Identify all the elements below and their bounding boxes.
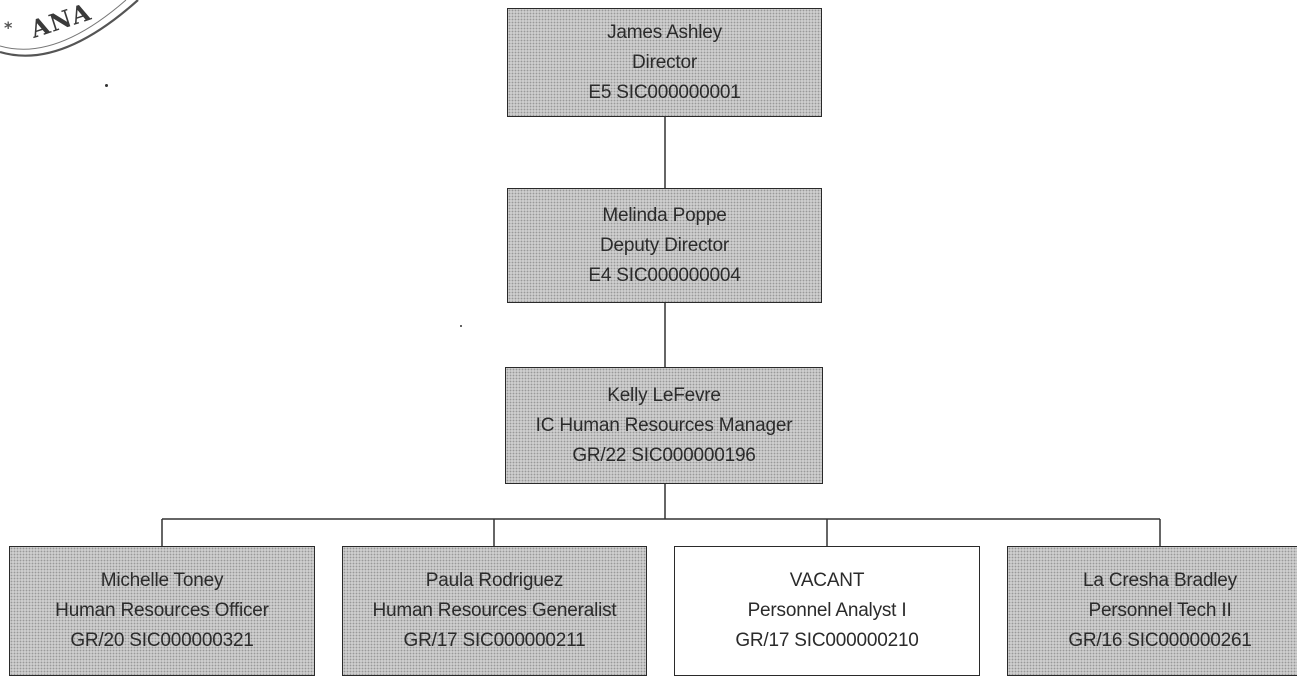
node-code: GR/17 SIC000000211: [403, 630, 586, 651]
org-node-manager: Kelly LeFevre IC Human Resources Manager…: [505, 367, 823, 484]
org-node-report: Michelle Toney Human Resources Officer G…: [9, 546, 315, 676]
node-name: Paula Rodriguez: [425, 570, 564, 591]
node-code: GR/20 SIC000000321: [70, 630, 254, 651]
node-name: La Cresha Bradley: [1083, 570, 1237, 591]
svg-text:*: *: [4, 18, 13, 37]
node-code: GR/22 SIC000000196: [572, 444, 756, 466]
org-node-report: La Cresha Bradley Personnel Tech II GR/1…: [1007, 546, 1297, 676]
node-name: Michelle Toney: [100, 570, 224, 591]
node-title: Director: [632, 51, 697, 73]
org-node-report: Paula Rodriguez Human Resources Generali…: [342, 546, 647, 676]
node-title: Human Resources Officer: [55, 600, 269, 621]
node-name: Kelly LeFevre: [607, 384, 721, 406]
node-name: VACANT: [789, 570, 865, 591]
node-code: E4 SIC000000004: [588, 264, 741, 286]
node-title: Personnel Analyst I: [747, 600, 907, 621]
org-node-report-vacant: VACANT Personnel Analyst I GR/17 SIC0000…: [674, 546, 980, 676]
org-node-director: James Ashley Director E5 SIC000000001: [507, 8, 822, 117]
speck: [460, 325, 462, 327]
org-node-deputy-director: Melinda Poppe Deputy Director E4 SIC0000…: [507, 188, 822, 303]
node-title: Human Resources Generalist: [372, 600, 617, 621]
node-title: IC Human Resources Manager: [535, 414, 793, 436]
seal-stamp: * ANA: [0, 0, 139, 57]
node-name: Melinda Poppe: [602, 204, 727, 226]
node-title: Deputy Director: [600, 234, 729, 256]
node-code: E5 SIC000000001: [588, 81, 741, 103]
node-name: James Ashley: [607, 21, 722, 43]
node-code: GR/17 SIC000000210: [735, 630, 919, 651]
speck: [105, 84, 108, 87]
node-code: GR/16 SIC000000261: [1068, 630, 1252, 651]
node-title: Personnel Tech II: [1088, 600, 1232, 621]
